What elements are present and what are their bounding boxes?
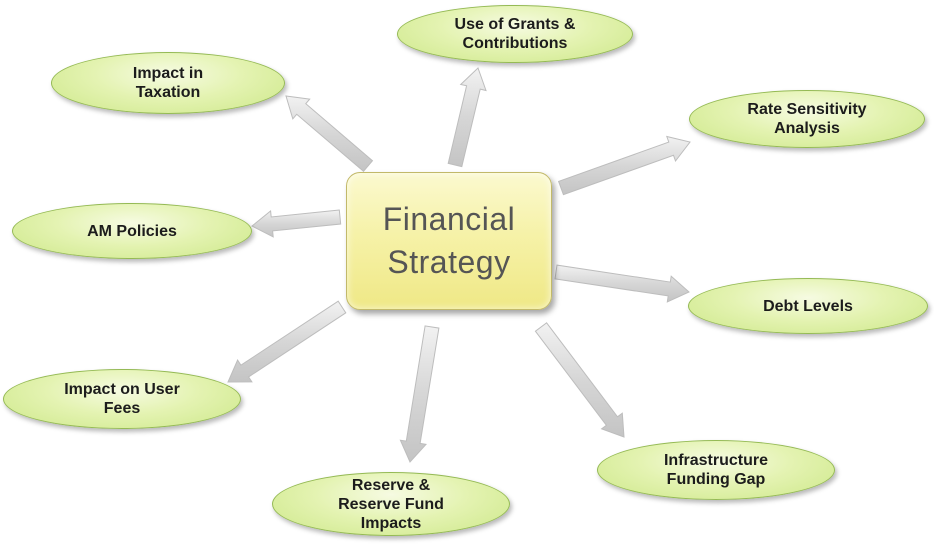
node-infrastructure-funding-gap: Infrastructure Funding Gap bbox=[597, 440, 835, 500]
center-node-label: Financial Strategy bbox=[382, 201, 516, 280]
arrow-to-taxation bbox=[285, 95, 374, 173]
node-am-policies: AM Policies bbox=[12, 203, 252, 259]
node-impact-on-user-fees: Impact on User Fees bbox=[3, 369, 241, 429]
arrow-to-am-policies bbox=[251, 209, 342, 238]
center-node-financial-strategy: Financial Strategy bbox=[346, 172, 552, 310]
node-debt-levels: Debt Levels bbox=[688, 278, 928, 334]
arrow-to-grants bbox=[447, 67, 487, 168]
node-rate-sensitivity: Rate Sensitivity Analysis bbox=[689, 90, 925, 148]
node-use-of-grants: Use of Grants & Contributions bbox=[397, 5, 633, 63]
arrow-to-debt bbox=[554, 264, 690, 303]
node-reserve-impacts: Reserve & Reserve Fund Impacts bbox=[272, 472, 510, 536]
arrow-to-reserve bbox=[399, 325, 440, 463]
node-label: Impact in Taxation bbox=[132, 65, 204, 101]
node-label: Impact on User Fees bbox=[64, 381, 180, 417]
node-label: Debt Levels bbox=[763, 297, 853, 315]
arrow-to-user-fees bbox=[227, 300, 347, 383]
arrow-to-infrastructure bbox=[534, 322, 625, 438]
node-label: Infrastructure Funding Gap bbox=[663, 452, 769, 488]
node-label: Use of Grants & Contributions bbox=[454, 16, 576, 52]
node-label: Reserve & Reserve Fund Impacts bbox=[338, 476, 444, 532]
node-impact-in-taxation: Impact in Taxation bbox=[51, 52, 285, 114]
arrow-to-rate bbox=[557, 135, 691, 196]
node-label: AM Policies bbox=[87, 222, 177, 240]
node-label: Rate Sensitivity Analysis bbox=[747, 101, 867, 137]
